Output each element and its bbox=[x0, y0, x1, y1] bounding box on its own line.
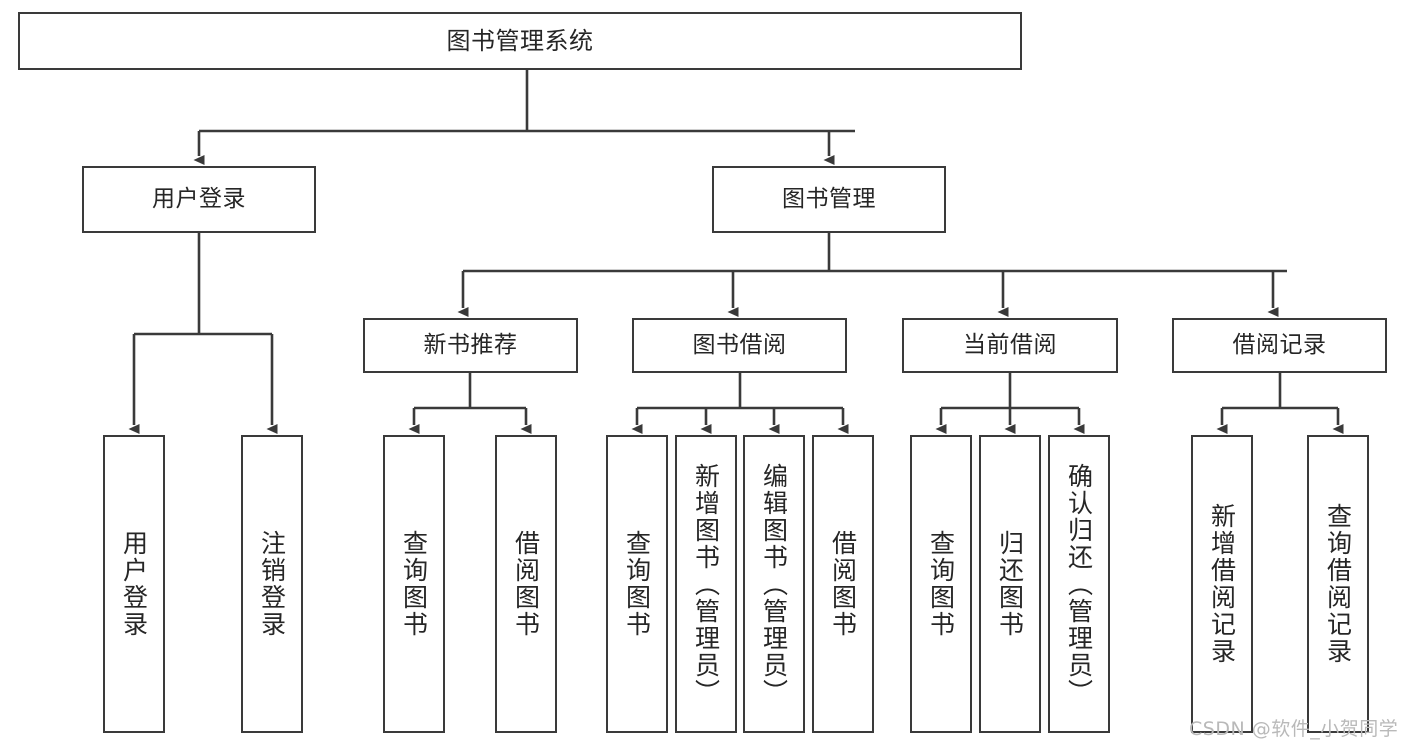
csdn-watermark: CSDN @软件_小贺同学 bbox=[1189, 718, 1399, 740]
leaf-query-book-current[interactable]: 查询图书 bbox=[910, 435, 972, 733]
leaf-edit-book-admin[interactable]: 编辑图书（管理员） bbox=[743, 435, 805, 733]
node-label: 确认归还（管理员） bbox=[1064, 462, 1094, 706]
node-borrow-record[interactable]: 借阅记录 bbox=[1172, 318, 1387, 373]
node-label: 新书推荐 bbox=[423, 331, 518, 358]
leaf-query-borrow-record[interactable]: 查询借阅记录 bbox=[1307, 435, 1369, 733]
leaf-return-book[interactable]: 归还图书 bbox=[979, 435, 1041, 733]
node-user-login[interactable]: 用户登录 bbox=[82, 166, 316, 233]
leaf-confirm-return-admin[interactable]: 确认归还（管理员） bbox=[1048, 435, 1110, 733]
node-book-borrow[interactable]: 图书借阅 bbox=[632, 318, 847, 373]
node-label: 借阅图书 bbox=[511, 530, 541, 638]
node-label: 图书管理系统 bbox=[446, 26, 594, 55]
leaf-borrow-book-recommend[interactable]: 借阅图书 bbox=[495, 435, 557, 733]
node-label: 用户登录 bbox=[152, 185, 246, 212]
leaf-query-book-recommend[interactable]: 查询图书 bbox=[383, 435, 445, 733]
node-current-borrow[interactable]: 当前借阅 bbox=[902, 318, 1118, 373]
node-label: 新增图书（管理员） bbox=[691, 462, 721, 706]
node-label: 注销登录 bbox=[257, 530, 287, 638]
node-label: 新增借阅记录 bbox=[1207, 503, 1237, 665]
leaf-user-logout[interactable]: 注销登录 bbox=[241, 435, 303, 733]
node-book-management[interactable]: 图书管理 bbox=[712, 166, 946, 233]
leaf-add-book-admin[interactable]: 新增图书（管理员） bbox=[675, 435, 737, 733]
leaf-user-login[interactable]: 用户登录 bbox=[103, 435, 165, 733]
node-label: 借阅图书 bbox=[828, 530, 858, 638]
node-label: 查询图书 bbox=[622, 530, 652, 638]
leaf-borrow-book[interactable]: 借阅图书 bbox=[812, 435, 874, 733]
leaf-add-borrow-record[interactable]: 新增借阅记录 bbox=[1191, 435, 1253, 733]
node-label: 借阅记录 bbox=[1232, 331, 1327, 358]
node-label: 归还图书 bbox=[995, 530, 1025, 638]
node-label: 用户登录 bbox=[119, 530, 149, 638]
node-new-book-recommend[interactable]: 新书推荐 bbox=[363, 318, 578, 373]
node-label: 查询图书 bbox=[399, 530, 429, 638]
node-label: 图书借阅 bbox=[692, 331, 787, 358]
node-label: 当前借阅 bbox=[963, 331, 1057, 358]
leaf-query-book-borrow[interactable]: 查询图书 bbox=[606, 435, 668, 733]
node-root-book-management-system[interactable]: 图书管理系统 bbox=[18, 12, 1022, 70]
node-label: 查询图书 bbox=[926, 530, 956, 638]
node-label: 图书管理 bbox=[782, 185, 876, 212]
node-label: 编辑图书（管理员） bbox=[759, 462, 789, 706]
node-label: 查询借阅记录 bbox=[1323, 503, 1353, 665]
